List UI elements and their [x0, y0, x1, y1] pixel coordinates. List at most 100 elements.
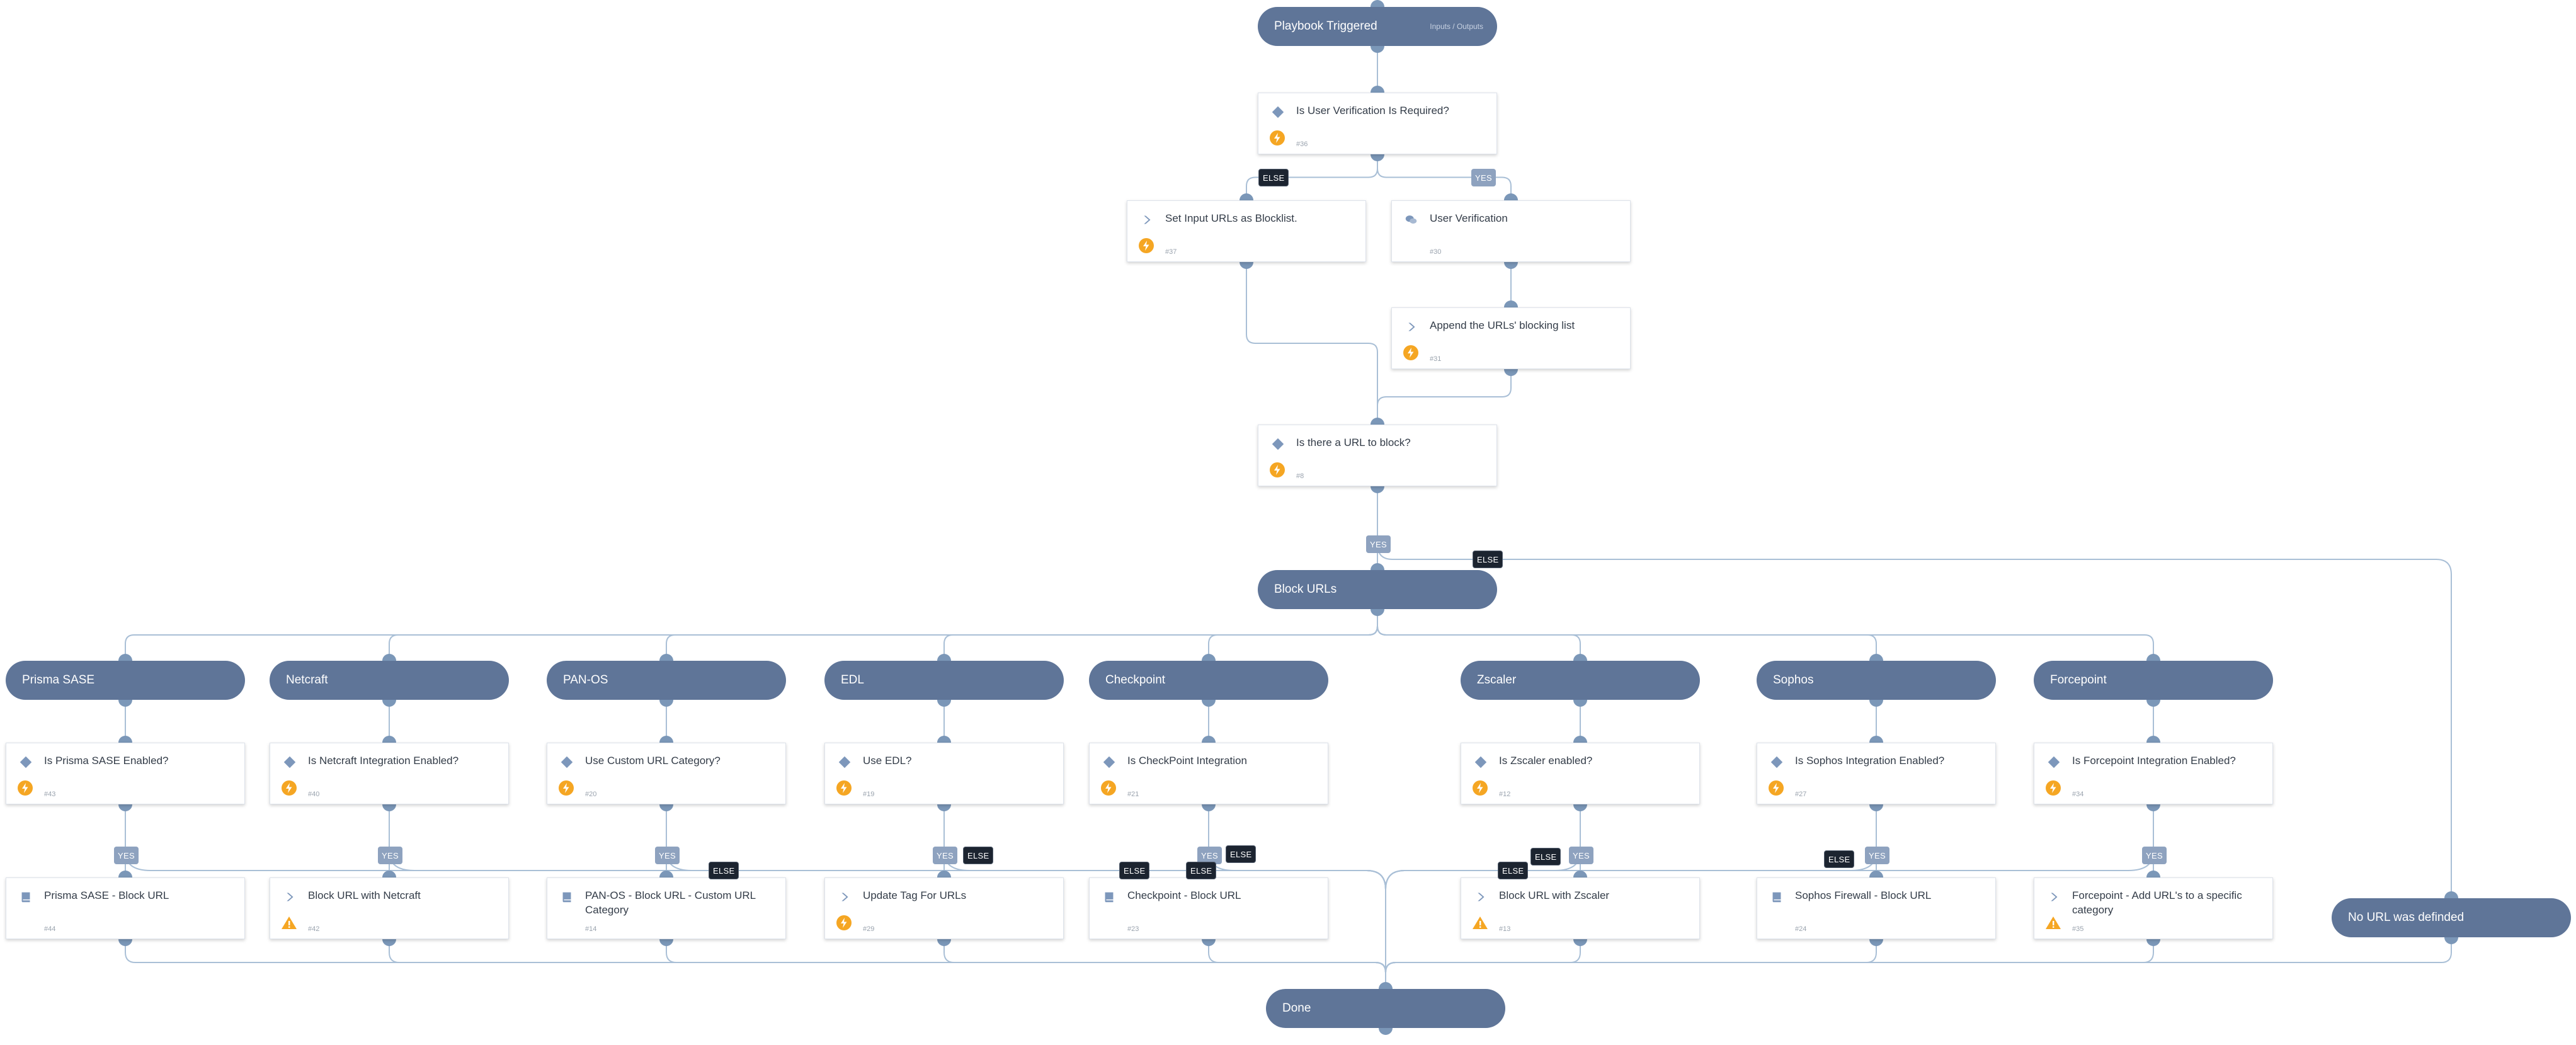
task-id: #36 [1296, 140, 1308, 148]
task-id: #34 [2072, 791, 2084, 798]
edge-label-else: ELSE [709, 862, 739, 879]
edge-label-yes: YES [1197, 847, 1222, 864]
task-name: Is Prisma SASE Enabled? [44, 755, 169, 767]
automation-icon [1403, 345, 1418, 360]
task-node-update-tag-for-urls[interactable]: Update Tag For URLs#29 [824, 877, 1064, 939]
task-name: PAN-OS - Block URL - Custom URL Category [585, 889, 756, 916]
diamond-icon [283, 756, 296, 768]
section-node-forcepoint[interactable]: Forcepoint [2034, 661, 2273, 700]
warning-icon [1473, 917, 1488, 929]
chevron-icon [1408, 323, 1415, 331]
task-node-append-the-urls-blocking-list[interactable]: Append the URLs' blocking list#31 [1391, 307, 1631, 369]
automation-icon [836, 915, 852, 930]
section-title: Done [1282, 1002, 1311, 1015]
edge-label-else: ELSE [1473, 551, 1503, 568]
task-node-is-sophos-integration-enabled[interactable]: Is Sophos Integration Enabled?#27 [1757, 743, 1996, 804]
task-name: Set Input URLs as Blocklist. [1165, 212, 1297, 224]
task-node-set-input-urls-as-blocklist[interactable]: Set Input URLs as Blocklist. #37 [1127, 200, 1366, 262]
chevron-icon [1144, 215, 1151, 224]
edge-t36-to-t30 [1377, 154, 1512, 200]
edge-label-else: ELSE [963, 847, 994, 864]
diamond-icon [1103, 756, 1115, 768]
edge-block-to-s_forcepoint [1377, 609, 2154, 661]
task-id: #29 [863, 925, 875, 933]
edge-label-yes: YES [1366, 535, 1391, 553]
section-title: Block URLs [1274, 583, 1337, 596]
task-node-sophos-firewall-block-url[interactable]: Sophos Firewall - Block URL #24 [1757, 877, 1996, 939]
task-node-pan-os-block-url-custom-url-category[interactable]: PAN-OS - Block URL - Custom URL Category… [547, 877, 786, 939]
section-node-netcraft[interactable]: Netcraft [270, 661, 509, 700]
edge-label-yes: YES [2142, 847, 2167, 864]
diamond-icon [1272, 438, 1284, 450]
section-node-edl[interactable]: EDL [824, 661, 1064, 700]
section-title: Forcepoint [2050, 673, 2107, 687]
section-node-no-url-was-definded[interactable]: No URL was definded [2332, 898, 2571, 937]
automation-icon [1270, 462, 1285, 477]
task-node-is-netcraft-integration-enabled[interactable]: Is Netcraft Integration Enabled?#40 [270, 743, 509, 804]
task-node-is-zscaler-enabled[interactable]: Is Zscaler enabled? #12 [1461, 743, 1700, 804]
task-node-block-url-with-zscaler[interactable]: Block URL with Zscaler#13 [1461, 877, 1700, 939]
task-name: Is Zscaler enabled? [1499, 755, 1593, 767]
section-title: Zscaler [1477, 673, 1517, 687]
task-id: #20 [585, 791, 597, 798]
automation-icon [282, 780, 297, 796]
warning-icon [282, 917, 297, 929]
task-id: #21 [1127, 791, 1139, 798]
task-id: #12 [1499, 791, 1511, 798]
edge-a42-to-done [389, 939, 1386, 989]
task-name: Is there a URL to block? [1296, 437, 1411, 448]
task-node-checkpoint-block-url[interactable]: Checkpoint - Block URL #23 [1089, 877, 1328, 939]
task-id: #44 [44, 925, 56, 933]
section-node-pan-os[interactable]: PAN-OS [547, 661, 786, 700]
book-icon [1772, 892, 1781, 903]
task-id: #31 [1430, 355, 1442, 363]
task-name: Sophos Firewall - Block URL [1795, 889, 1932, 901]
section-title: Netcraft [286, 673, 328, 687]
automation-icon [836, 780, 852, 796]
edge-a29-to-done [943, 939, 1386, 989]
automation-icon [18, 780, 33, 796]
automation-icon [2046, 780, 2061, 796]
section-node-done[interactable]: Done [1266, 989, 1505, 1028]
edge-a14-to-done [666, 939, 1386, 989]
diamond-icon [1770, 756, 1783, 768]
task-name: Prisma SASE - Block URL [44, 889, 169, 901]
task-node-is-user-verification-is-required[interactable]: Is User Verification Is Required?#36 [1258, 93, 1497, 154]
edge-t31-to-t8 [1377, 369, 1512, 425]
section-title: No URL was definded [2348, 911, 2465, 924]
automation-icon [559, 780, 574, 796]
task-name: Checkpoint - Block URL [1127, 889, 1241, 901]
inputs-outputs-link[interactable]: Inputs / Outputs [1430, 22, 1483, 31]
task-node-forcepoint-add-url-s-to-a-specific-category[interactable]: Forcepoint - Add URL's to a specific cat… [2034, 877, 2273, 939]
task-id: #23 [1127, 925, 1139, 933]
edge-label-else: ELSE [1186, 862, 1217, 879]
task-node-is-forcepoint-integration-enabled[interactable]: Is Forcepoint Integration Enabled?#34 [2034, 743, 2273, 804]
diamond-icon [838, 756, 851, 768]
chevron-icon [1478, 893, 1485, 901]
task-id: #8 [1296, 472, 1304, 480]
automation-icon [1101, 780, 1116, 796]
task-id: #24 [1795, 925, 1807, 933]
task-node-is-there-a-url-to-block[interactable]: Is there a URL to block? #8 [1258, 425, 1497, 486]
section-node-checkpoint[interactable]: Checkpoint [1089, 661, 1328, 700]
task-id: #37 [1165, 248, 1177, 256]
task-id: #19 [863, 791, 875, 798]
task-node-use-edl[interactable]: Use EDL?#19 [824, 743, 1064, 804]
section-title: Prisma SASE [22, 673, 95, 687]
section-title: PAN-OS [563, 673, 608, 687]
task-node-block-url-with-netcraft[interactable]: Block URL with Netcraft#42 [270, 877, 509, 939]
task-node-use-custom-url-category[interactable]: Use Custom URL Category?#20 [547, 743, 786, 804]
section-node-block-urls[interactable]: Block URLs [1258, 570, 1497, 609]
edge-a23-to-done [1208, 939, 1386, 989]
task-node-user-verification[interactable]: User Verification#30 [1391, 200, 1631, 262]
task-name: Block URL with Zscaler [1499, 889, 1610, 901]
automation-icon [1769, 780, 1784, 796]
section-node-prisma-sase[interactable]: Prisma SASE [6, 661, 245, 700]
task-node-prisma-sase-block-url[interactable]: Prisma SASE - Block URL #44 [6, 877, 245, 939]
section-node-zscaler[interactable]: Zscaler [1461, 661, 1700, 700]
task-node-is-checkpoint-integration[interactable]: Is CheckPoint Integration#21 [1089, 743, 1328, 804]
task-node-is-prisma-sase-enabled[interactable]: Is Prisma SASE Enabled?#43 [6, 743, 245, 804]
section-node-sophos[interactable]: Sophos [1757, 661, 1996, 700]
